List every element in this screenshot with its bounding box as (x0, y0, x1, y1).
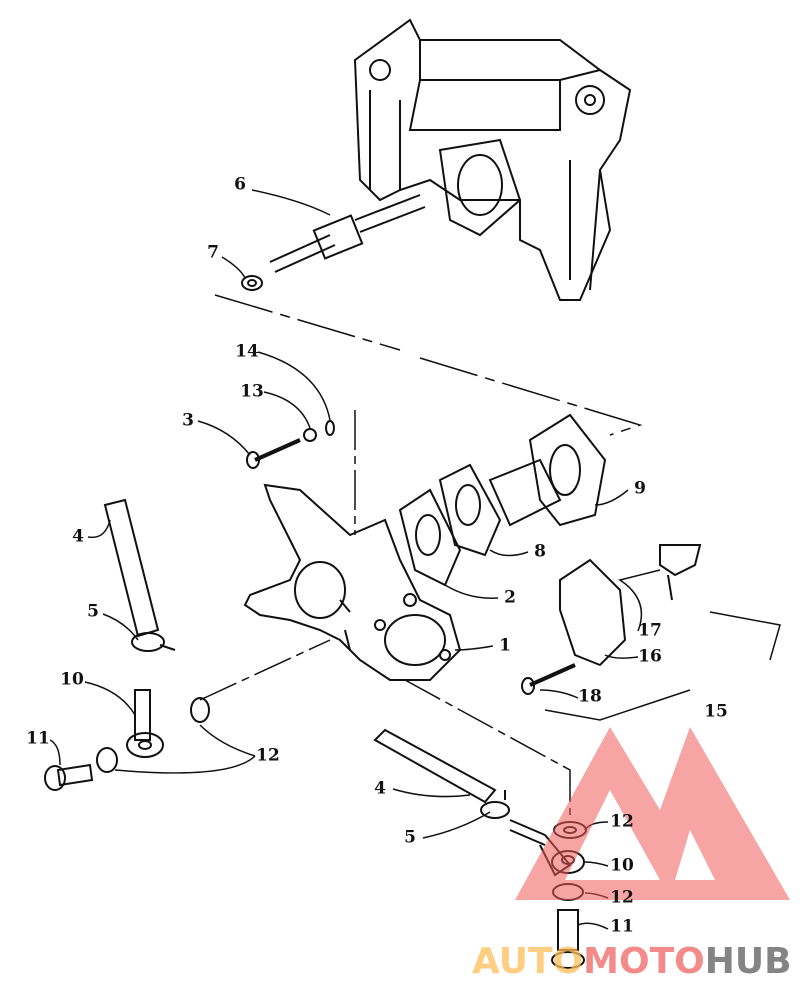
callout-4-lower: 4 (374, 778, 386, 799)
callout-11: 11 (26, 728, 50, 749)
callout-14: 14 (235, 341, 259, 362)
callout-10-lower: 10 (610, 855, 634, 876)
leader-lines (49, 189, 661, 930)
engine-block (353, 18, 632, 301)
callout-7: 7 (207, 242, 219, 263)
callout-2: 2 (504, 587, 516, 608)
callout-12: 12 (256, 745, 280, 766)
callout-5: 5 (87, 601, 99, 622)
callout-1: 1 (499, 635, 511, 656)
watermark-moto: MOTO (583, 941, 705, 982)
callout-4: 4 (72, 526, 84, 547)
callout-12-lower-b: 12 (610, 887, 634, 908)
callout-10: 10 (60, 669, 84, 690)
watermark-auto: AUTO (472, 941, 584, 982)
callout-6: 6 (234, 174, 246, 195)
drive-gear-shaft (241, 194, 426, 291)
gaskets (398, 413, 607, 587)
watermark-text: AUTOMOTOHUB (472, 943, 792, 981)
callout-18: 18 (578, 686, 602, 707)
callout-13: 13 (240, 381, 264, 402)
left-hose-fittings (44, 498, 210, 791)
callout-8: 8 (534, 541, 546, 562)
oil-pump (243, 483, 462, 681)
callout-11-lower: 11 (610, 916, 634, 937)
callout-3: 3 (182, 410, 194, 431)
callout-17: 17 (638, 620, 662, 641)
callout-5-lower: 5 (404, 827, 416, 848)
cover-plate (246, 420, 702, 695)
watermark-hub: HUB (704, 941, 792, 982)
callout-15: 15 (704, 701, 728, 722)
callout-9: 9 (634, 478, 646, 499)
callout-16: 16 (638, 646, 662, 667)
reference-lines (199, 294, 781, 815)
callout-12-lower-a: 12 (610, 811, 634, 832)
